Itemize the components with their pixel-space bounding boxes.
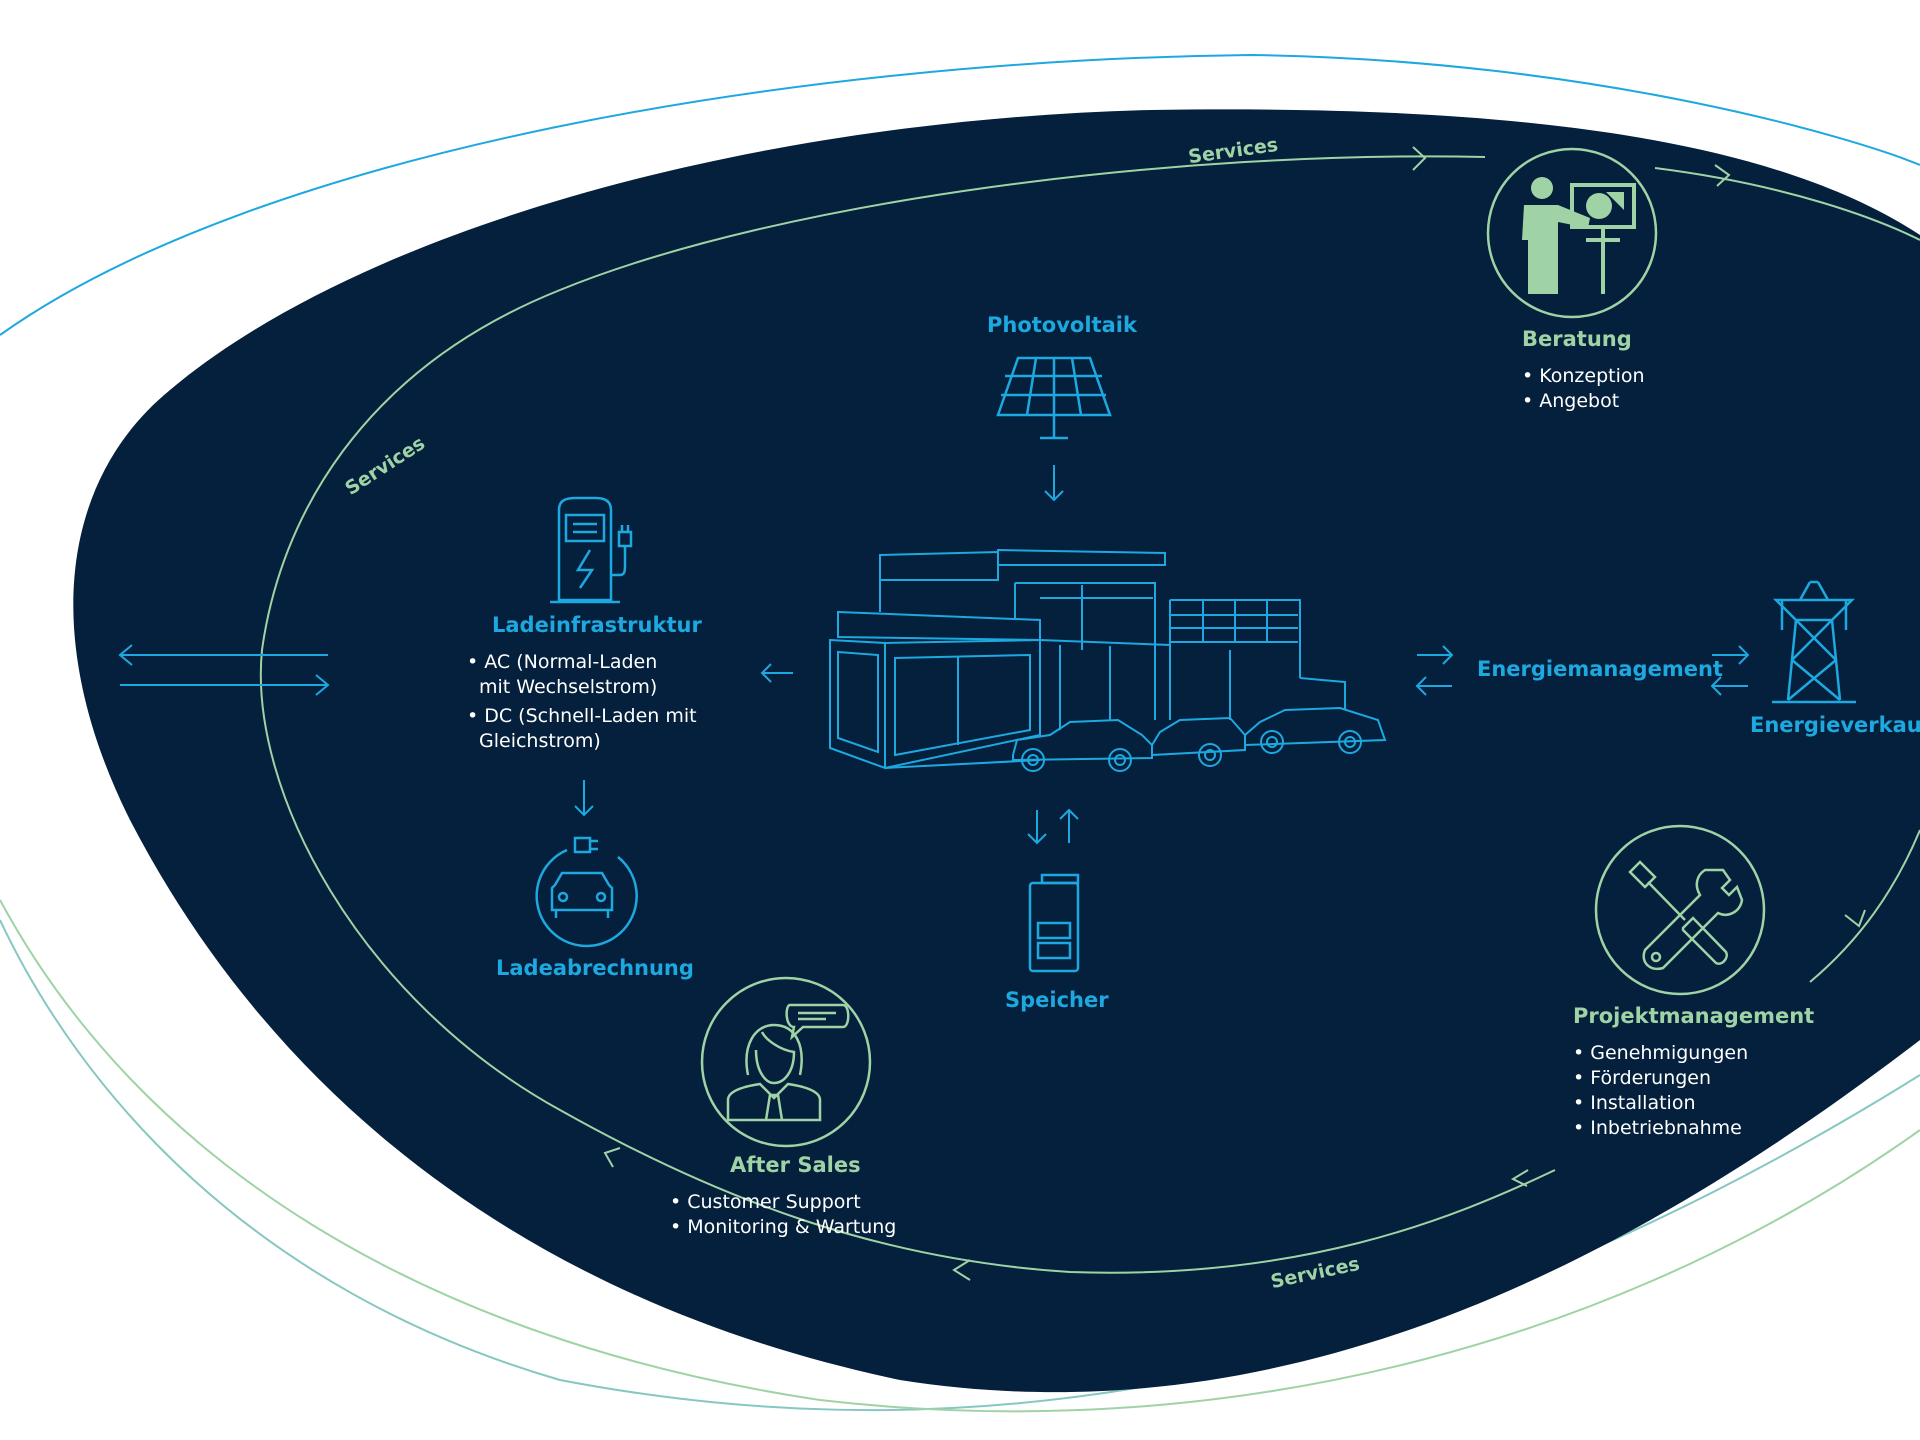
arrow-down-pv: [1044, 465, 1064, 502]
list-item: DC (Schnell-Laden mit: [467, 704, 696, 729]
loop-arrowheads: [603, 146, 1866, 1281]
services-loop: [259, 155, 1556, 1274]
list-item: Genehmigungen: [1573, 1041, 1748, 1066]
list-item: Gleichstrom): [479, 730, 601, 752]
ladeinfrastruktur-list: AC (Normal-Laden mit Wechselstrom) DC (S…: [467, 650, 697, 754]
ev-charger-icon: [550, 496, 633, 604]
ladeabrechnung-title: Ladeabrechnung: [496, 956, 694, 980]
ladeinfrastruktur-title: Ladeinfrastruktur: [492, 613, 702, 637]
navy-background-shape: [73, 109, 1920, 1393]
list-item: Monitoring & Wartung: [670, 1215, 896, 1240]
energieverkauf-title: Energieverkauf: [1750, 713, 1920, 737]
outer-blue-ring: [0, 53, 1920, 336]
energiemanagement-title: Energiemanagement: [1477, 657, 1723, 681]
support-agent-icon: [700, 976, 872, 1148]
services-loop-right: [1654, 167, 1920, 241]
list-item: Konzeption: [1522, 364, 1644, 389]
list-item: Angebot: [1522, 389, 1645, 414]
projektmanagement-list: Genehmigungen Förderungen Installation I…: [1573, 1041, 1748, 1141]
arrow-left-to-ladeinfrastruktur: [760, 663, 793, 683]
after-sales-title: After Sales: [730, 1153, 861, 1177]
wrench-screwdriver-icon: [1594, 824, 1766, 996]
photovoltaik-title: Photovoltaik: [987, 313, 1137, 337]
building-with-cars-icon: [829, 548, 1387, 772]
outer-green-ring: [0, 899, 1920, 1413]
list-item: Installation: [1573, 1091, 1748, 1116]
arrows-energiemanagement: [1415, 645, 1750, 696]
arrow-down-ladeinfra: [574, 780, 594, 817]
projektmanagement-title: Projektmanagement: [1573, 1004, 1815, 1028]
list-item: mit Wechselstrom): [479, 676, 658, 698]
battery-icon: [1028, 873, 1080, 973]
list-item: Customer Support: [670, 1190, 896, 1215]
list-item: Inbetriebnahme: [1573, 1116, 1748, 1141]
beratung-title: Beratung: [1522, 327, 1632, 351]
solar-panel-icon: [996, 356, 1112, 440]
transmission-tower-icon: [1772, 580, 1856, 704]
consultant-presentation-icon: [1486, 147, 1658, 319]
beratung-list: Konzeption Angebot: [1522, 364, 1645, 414]
left-exchange-arrows: [118, 644, 330, 696]
after-sales-list: Customer Support Monitoring & Wartung: [670, 1190, 896, 1240]
speicher-title: Speicher: [1005, 988, 1109, 1012]
services-loop-right-lower: [1809, 829, 1920, 983]
arrows-speicher: [1027, 808, 1079, 845]
list-item: Förderungen: [1573, 1066, 1748, 1091]
car-charging-icon: [535, 836, 638, 948]
list-item: AC (Normal-Laden: [467, 650, 697, 675]
